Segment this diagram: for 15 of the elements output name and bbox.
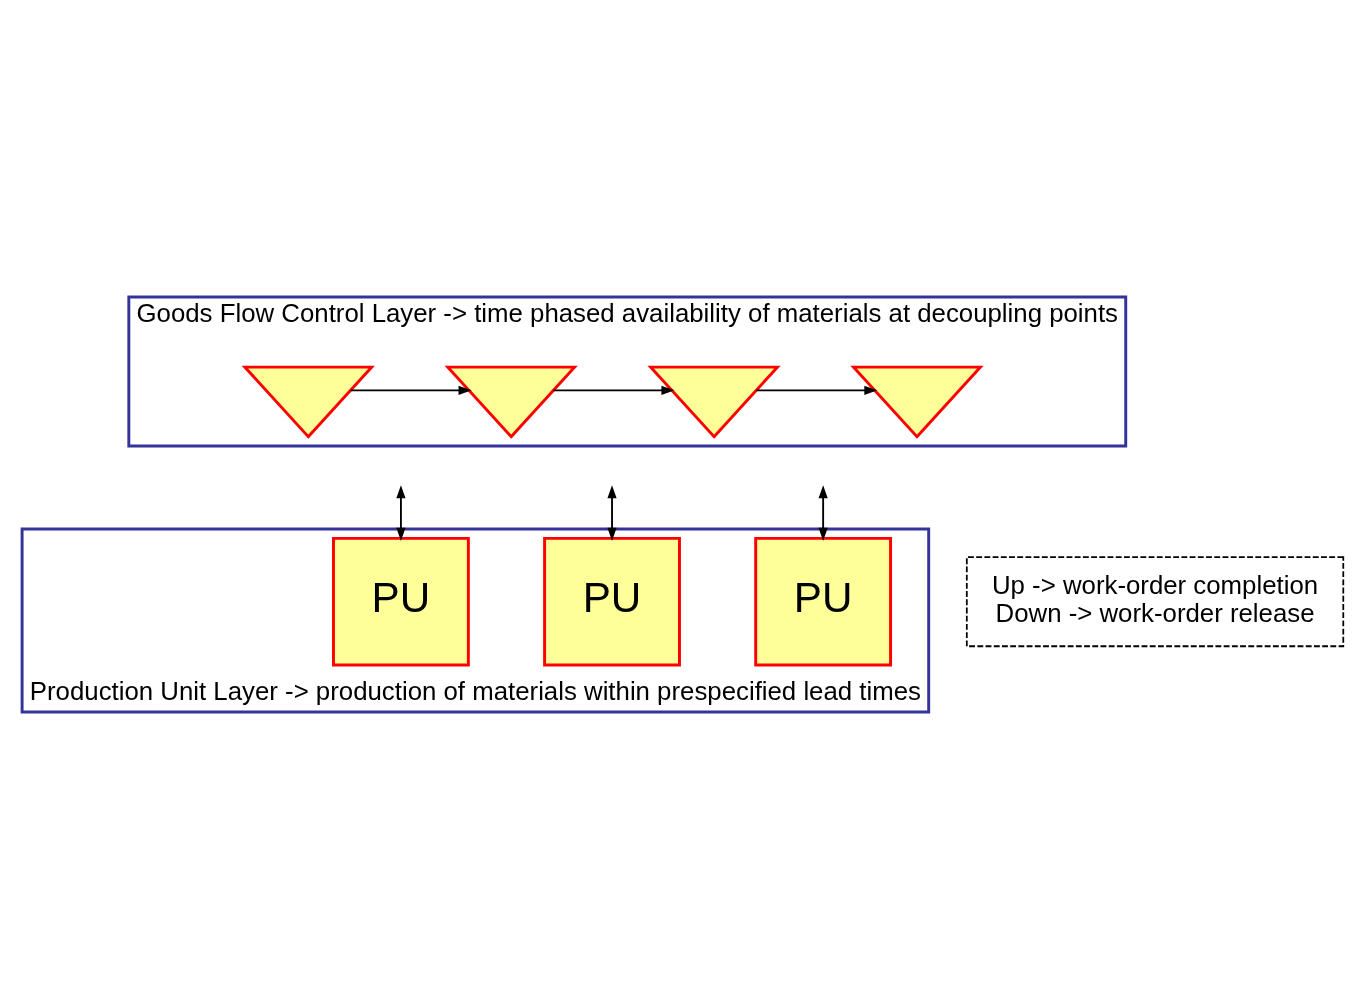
node-box: Up -> work-order completion Down -> work-order release: [965, 555, 1345, 647]
arrow: [818, 484, 828, 541]
arrow: [607, 484, 617, 541]
node-box: PU: [332, 536, 470, 666]
node-box: PU: [754, 536, 893, 666]
node-triangle: [850, 365, 984, 439]
arrow: [349, 385, 472, 395]
node-triangle: [444, 365, 578, 439]
arrow: [755, 385, 878, 395]
arrow: [396, 484, 406, 541]
arrow: [552, 385, 675, 395]
node-triangle: [241, 365, 375, 439]
node-triangle: [647, 365, 781, 439]
node-box: PU: [543, 536, 681, 666]
cluster: Goods Flow Control Layer -> time phased availability of materials at decoupling points: [127, 295, 1128, 447]
